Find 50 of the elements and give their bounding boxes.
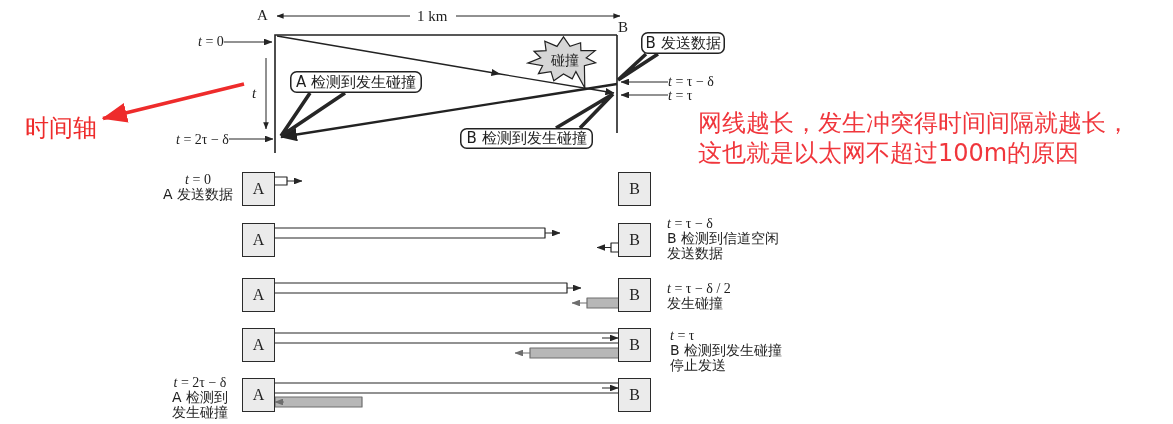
event-caption: A 发送数据 (163, 187, 233, 202)
station-label: B (618, 20, 628, 35)
note-text: 网线越长，发生冲突得时间间隔就越长，这也就是以太网不超过100m的原因 (698, 108, 1131, 168)
signal-bar (274, 382, 619, 394)
signal-bar (596, 242, 619, 253)
time-label: t = 0 (198, 35, 224, 48)
signal-bar (274, 332, 619, 344)
speech-bubble: B 发送数据 (641, 32, 725, 54)
signal-bar (274, 396, 363, 408)
time-label: t = 0 (185, 172, 211, 187)
time-label: t = τ − δ / 2 (667, 281, 731, 296)
event-caption: A 检测到发生碰撞 (171, 390, 229, 420)
time-label: t = τ (668, 89, 693, 102)
station-box: A (242, 172, 275, 206)
pointer-arrow (228, 135, 274, 143)
speech-bubble: A 检测到发生碰撞 (290, 71, 422, 93)
event-caption: 发生碰撞 (667, 296, 723, 311)
station-box: A (242, 328, 275, 362)
station-box: A (242, 278, 275, 312)
time-label: t = τ − δ (668, 75, 714, 88)
pointer-arrow (223, 38, 273, 46)
signal-bar (571, 297, 619, 309)
callout-pointer (279, 91, 347, 138)
pointer-arrow (620, 78, 669, 86)
axis-caption: 时间轴 (25, 114, 103, 142)
station-box: B (618, 223, 651, 257)
station-box: B (618, 278, 651, 312)
event-caption: B 检测到信道空闲发送数据 (667, 231, 781, 261)
station-box: A (242, 223, 275, 257)
signal-bar (274, 227, 561, 239)
event-caption: B 检测到发生碰撞停止发送 (670, 343, 784, 373)
pointer-arrow (620, 91, 669, 99)
time-label: t = 2τ − δ (173, 375, 227, 390)
station-label: A (257, 8, 268, 23)
station-box: B (618, 172, 651, 206)
signal-bar (274, 282, 582, 294)
callout-pointer (554, 92, 615, 130)
station-box: A (242, 378, 275, 412)
arrow (101, 82, 245, 123)
axis-label: t (252, 86, 257, 101)
dimension-label: 1 km (417, 8, 448, 24)
speech-bubble: B 检测到发生碰撞 (460, 128, 593, 149)
signal-bar (274, 176, 303, 186)
time-label: t = τ (670, 328, 695, 343)
station-box: B (618, 378, 651, 412)
time-label: t = 2τ − δ (176, 133, 229, 146)
signal-bar (514, 347, 619, 359)
station-box: B (618, 328, 651, 362)
callout-pointer (616, 52, 660, 82)
time-label: t = τ − δ (667, 216, 713, 231)
